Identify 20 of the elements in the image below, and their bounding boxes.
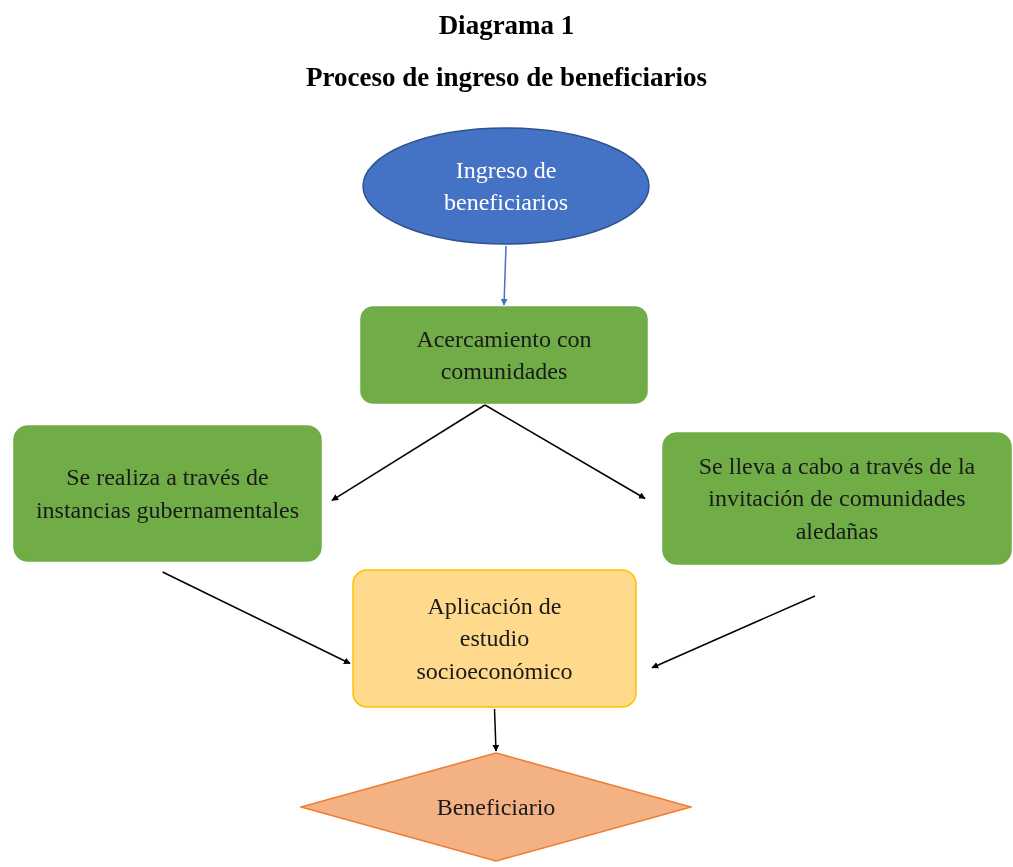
start-ellipse (362, 127, 650, 245)
process-box (352, 569, 637, 708)
diagram-title: Diagrama 1 (437, 10, 576, 41)
decision-diamond (300, 752, 692, 862)
arrow (500, 245, 508, 306)
arrow (161, 571, 351, 665)
node-label: Se realiza a través de instancias gubernamentales (34, 463, 301, 525)
node-label: Ingreso de beneficiarios (443, 155, 569, 217)
node-label: Acercamiento con comunidades (415, 324, 593, 386)
process-box (360, 306, 648, 404)
arrow (484, 404, 646, 500)
node-label: Beneficiario (435, 792, 557, 822)
arrow (331, 404, 486, 502)
arrow (651, 595, 816, 669)
node-label: Se lleva a cabo a través de la invitación de comunidades aledañas (697, 451, 977, 546)
diagram-subtitle: Proceso de ingreso de beneficiarios (305, 62, 708, 93)
process-box (13, 425, 322, 562)
process-box (662, 432, 1012, 565)
node-label: Aplicación de estudio socioeconómico (415, 591, 574, 686)
arrow (492, 708, 500, 752)
